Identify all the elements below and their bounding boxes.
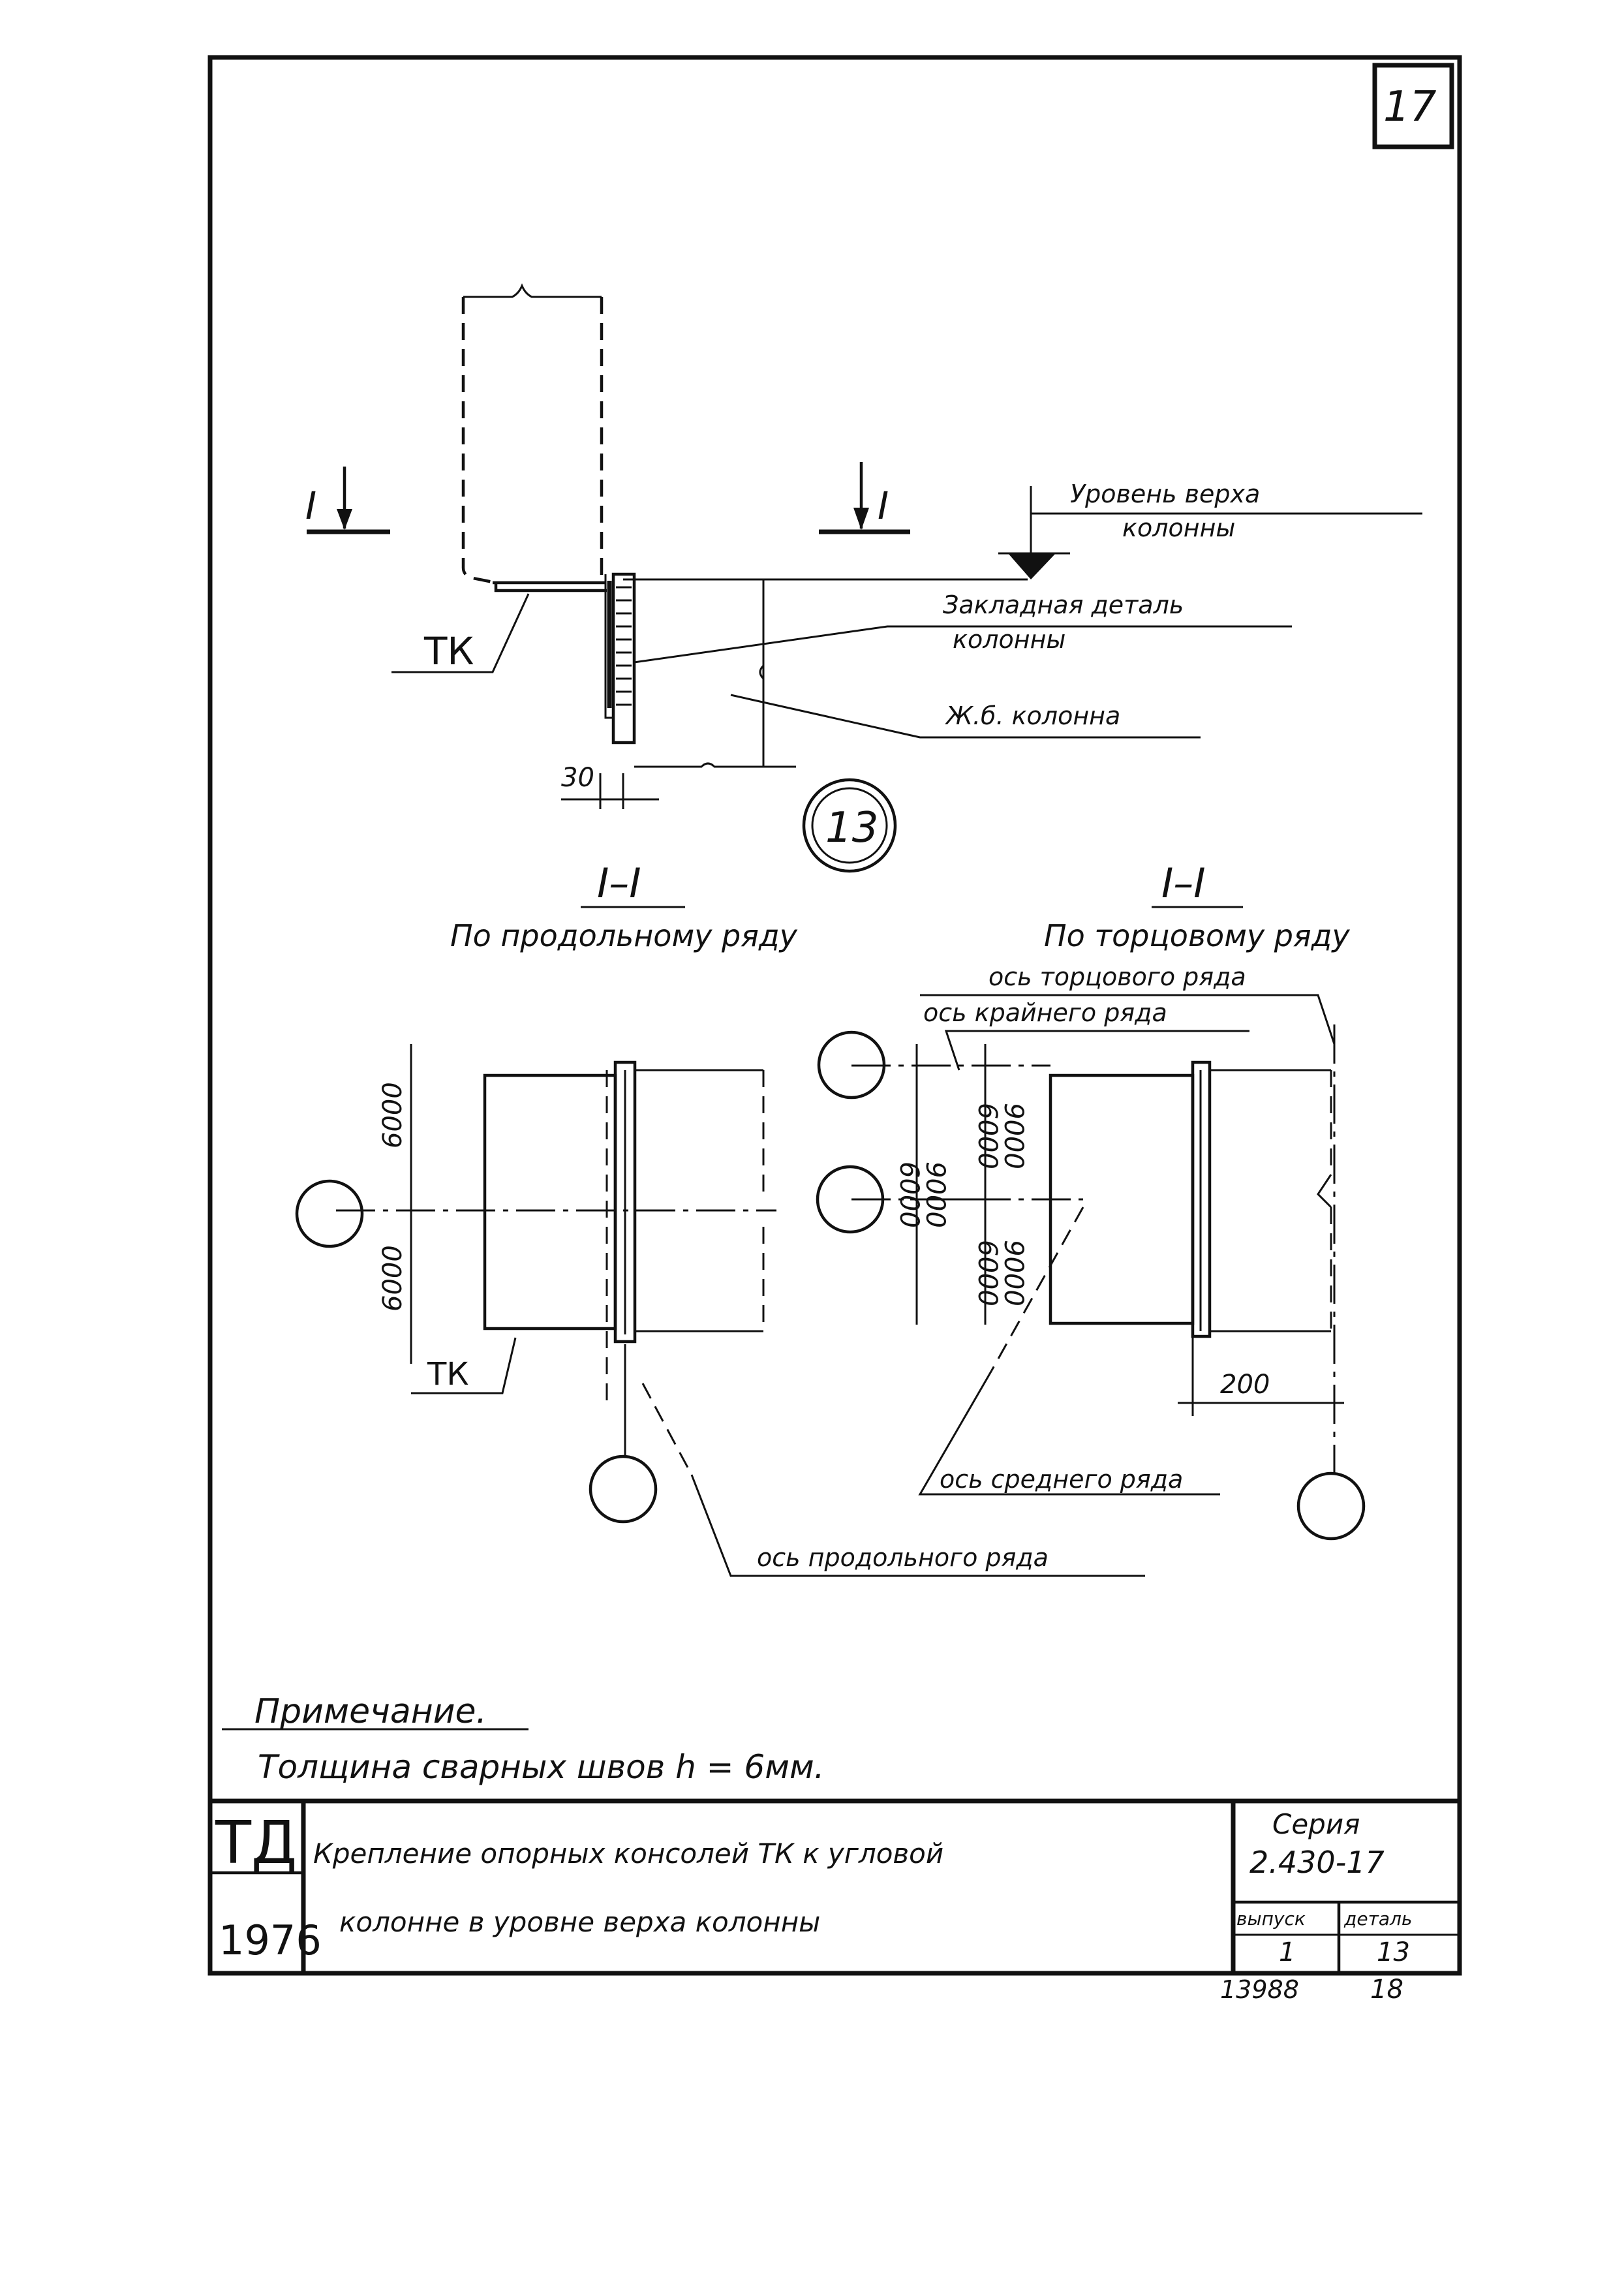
axis-edge-row-label: ось крайнего ряда [923, 998, 1167, 1027]
stamp-left: 13988 [1220, 1975, 1299, 2004]
dim-30: 30 [561, 763, 594, 793]
series-label: Серия [1272, 1808, 1360, 1840]
sheet-number: 17 [1383, 83, 1437, 131]
note-text: Толщина сварных швов h = 6мм. [258, 1748, 825, 1786]
section-right-subtitle: По торцовому ряду [1044, 918, 1350, 953]
axis-bubble-right-bottom [1296, 1471, 1366, 1541]
svg-text:I: I [305, 484, 316, 528]
axis-bubble-right-middle [816, 1165, 885, 1234]
dim-right-6: 9000 [998, 1240, 1028, 1306]
dim-right-2: 9000 [998, 1103, 1028, 1169]
title-line-2: колонне в уровне верха колонны [339, 1906, 820, 1938]
elevation-detail: Уровень верха колонны ТК Закладная детал… [305, 283, 1422, 873]
stamp-right: 18 [1370, 1975, 1403, 2005]
axis-bubble-left [295, 1179, 364, 1248]
section-right-plan: 6000 9000 6000 9000 6000 9000 ось торцов… [816, 962, 1366, 1541]
section-left-plan: 6000 6000 ТК ось продольного ряда [295, 1044, 1145, 1577]
section-mark-right: I [819, 462, 910, 534]
logo-td: ТД [215, 1809, 297, 1877]
dim-left-bottom: 6000 [378, 1245, 408, 1312]
note-heading: Примечание. [254, 1692, 487, 1731]
dim-right-5: 6000 [972, 1240, 1002, 1306]
dim-200: 200 [1220, 1370, 1270, 1400]
axis-bubble-right-top [817, 1030, 886, 1100]
level-top-label: Уровень верха [1070, 480, 1260, 508]
detail-value: 13 [1377, 1937, 1410, 1967]
axis-long-row-label: ось продольного ряда [757, 1543, 1049, 1572]
section-right-heading: I–I По торцовому ряду [1044, 859, 1350, 953]
section-left-subtitle: По продольному ряду [450, 918, 798, 953]
dim-right-4: 9000 [920, 1162, 950, 1228]
detail-number: 13 [825, 804, 878, 852]
detail-label: деталь [1343, 1908, 1412, 1930]
embedded-part-label-2: колонны [953, 625, 1065, 654]
axis-end-row-label: ось торцового ряда [988, 962, 1246, 991]
title-block: ТД 1976 Крепление опорных консолей ТК к … [210, 1798, 1460, 2005]
dim-left-top: 6000 [378, 1082, 408, 1148]
tk-bottom-label: ТК [427, 1356, 468, 1393]
section-mark-left: I [305, 467, 390, 534]
dim-right-3: 6000 [894, 1162, 924, 1228]
svg-text:I–I: I–I [1161, 859, 1206, 907]
sheet-frame [207, 55, 1462, 1976]
axis-bubble-bottom [589, 1454, 658, 1524]
section-left-heading: I–I По продольному ряду [450, 859, 798, 953]
axis-middle-row-label: ось среднего ряда [940, 1465, 1183, 1494]
title-line-1: Крепление опорных консолей ТК к угловой [313, 1838, 943, 1870]
sheet-number-box: 17 [1372, 63, 1454, 149]
dim-right-1: 6000 [972, 1103, 1002, 1169]
detail-number-marker: 13 [802, 778, 897, 873]
year: 1976 [219, 1916, 322, 1964]
level-top-label-2: колонны [1122, 514, 1235, 542]
embedded-part-label: Закладная деталь [943, 591, 1184, 619]
tk-top-label: ТК [423, 629, 474, 673]
note: Примечание. Толщина сварных швов h = 6мм… [222, 1692, 825, 1786]
rc-column-label: Ж.б. колонна [945, 701, 1120, 730]
series-value: 2.430-17 [1249, 1845, 1385, 1880]
svg-text:I: I [878, 484, 889, 528]
issue-label: выпуск [1236, 1908, 1306, 1930]
svg-text:I–I: I–I [597, 859, 641, 907]
issue-value: 1 [1279, 1937, 1295, 1967]
